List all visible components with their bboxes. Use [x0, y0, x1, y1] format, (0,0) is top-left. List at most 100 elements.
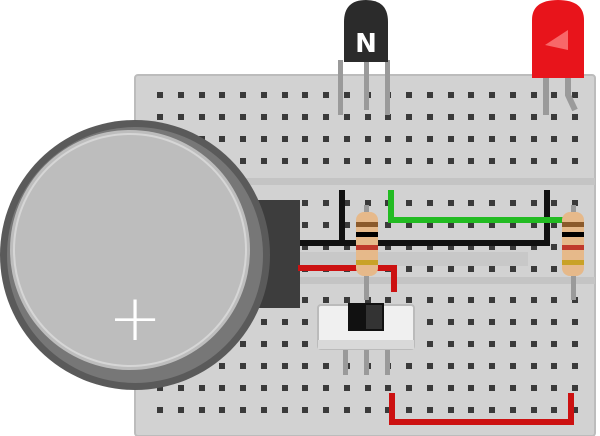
- breadboard-hole: [178, 385, 184, 391]
- breadboard-hole: [344, 92, 350, 98]
- breadboard-hole: [510, 158, 516, 164]
- breadboard-hole: [240, 136, 246, 142]
- breadboard-hole: [302, 222, 308, 228]
- breadboard-hole: [219, 92, 225, 98]
- breadboard-hole: [551, 266, 557, 272]
- breadboard-hole: [240, 407, 246, 413]
- breadboard-hole: [199, 385, 205, 391]
- board-channel: [135, 178, 595, 185]
- breadboard-hole: [323, 136, 329, 142]
- breadboard-hole: [344, 385, 350, 391]
- breadboard-hole: [240, 385, 246, 391]
- breadboard-hole: [448, 297, 454, 303]
- breadboard-hole: [199, 114, 205, 120]
- breadboard-hole: [531, 297, 537, 303]
- breadboard-hole: [157, 114, 163, 120]
- breadboard-hole: [572, 158, 578, 164]
- breadboard-hole: [510, 244, 516, 250]
- breadboard-hole: [531, 222, 537, 228]
- breadboard-hole: [261, 114, 267, 120]
- breadboard-hole: [302, 407, 308, 413]
- breadboard-hole: [427, 244, 433, 250]
- plus-icon: +: [108, 282, 162, 356]
- breadboard-hole: [448, 222, 454, 228]
- breadboard-hole: [365, 136, 371, 142]
- breadboard-hole: [468, 341, 474, 347]
- breadboard-hole: [261, 319, 267, 325]
- breadboard-hole: [489, 244, 495, 250]
- breadboard-hole: [468, 114, 474, 120]
- breadboard-hole: [344, 136, 350, 142]
- breadboard-hole: [448, 136, 454, 142]
- breadboard-hole: [323, 363, 329, 369]
- breadboard-hole: [551, 407, 557, 413]
- breadboard-hole: [489, 92, 495, 98]
- breadboard-hole: [427, 363, 433, 369]
- breadboard-hole: [385, 385, 391, 391]
- breadboard-hole: [489, 319, 495, 325]
- coin-battery: +: [0, 120, 270, 390]
- breadboard-hole: [510, 341, 516, 347]
- breadboard-hole: [302, 297, 308, 303]
- breadboard-hole: [489, 266, 495, 272]
- breadboard-hole: [531, 92, 537, 98]
- breadboard-hole: [510, 266, 516, 272]
- breadboard-hole: [510, 222, 516, 228]
- breadboard-hole: [406, 297, 412, 303]
- breadboard-hole: [302, 341, 308, 347]
- breadboard-hole: [572, 319, 578, 325]
- breadboard-hole: [531, 407, 537, 413]
- breadboard-hole: [385, 297, 391, 303]
- breadboard-hole: [510, 363, 516, 369]
- breadboard-hole: [240, 158, 246, 164]
- breadboard-hole: [551, 319, 557, 325]
- breadboard-hole: [551, 222, 557, 228]
- breadboard-hole: [302, 385, 308, 391]
- breadboard-hole: [531, 158, 537, 164]
- breadboard-hole: [282, 341, 288, 347]
- breadboard-hole: [323, 222, 329, 228]
- breadboard-hole: [240, 114, 246, 120]
- breadboard-hole: [551, 158, 557, 164]
- breadboard-hole: [157, 92, 163, 98]
- breadboard-hole: [572, 136, 578, 142]
- breadboard-hole: [572, 92, 578, 98]
- breadboard-hole: [572, 114, 578, 120]
- breadboard-hole: [406, 385, 412, 391]
- breadboard-hole: [261, 363, 267, 369]
- breadboard-hole: [551, 114, 557, 120]
- breadboard-hole: [240, 341, 246, 347]
- breadboard-hole: [427, 319, 433, 325]
- breadboard-hole: [531, 114, 537, 120]
- breadboard-hole: [302, 136, 308, 142]
- breadboard-hole: [551, 363, 557, 369]
- breadboard-hole: [302, 244, 308, 250]
- breadboard-hole: [365, 114, 371, 120]
- breadboard-hole: [551, 136, 557, 142]
- breadboard-hole: [385, 158, 391, 164]
- wire-green: [388, 190, 575, 223]
- breadboard-hole: [406, 244, 412, 250]
- breadboard-hole: [510, 136, 516, 142]
- breadboard-hole: [468, 407, 474, 413]
- breadboard-hole: [282, 407, 288, 413]
- breadboard-hole: [468, 158, 474, 164]
- breadboard-hole: [448, 244, 454, 250]
- breadboard-hole: [427, 297, 433, 303]
- breadboard-hole: [344, 297, 350, 303]
- breadboard-hole: [365, 407, 371, 413]
- breadboard-hole: [344, 158, 350, 164]
- breadboard-hole: [572, 200, 578, 206]
- breadboard-hole: [531, 266, 537, 272]
- breadboard-hole: [427, 266, 433, 272]
- breadboard-hole: [261, 407, 267, 413]
- breadboard-hole: [282, 385, 288, 391]
- breadboard-hole: [385, 136, 391, 142]
- breadboard-hole: [510, 200, 516, 206]
- breadboard-hole: [365, 200, 371, 206]
- breadboard-hole: [406, 363, 412, 369]
- wire-black: [300, 190, 550, 246]
- breadboard-hole: [427, 222, 433, 228]
- breadboard-hole: [406, 266, 412, 272]
